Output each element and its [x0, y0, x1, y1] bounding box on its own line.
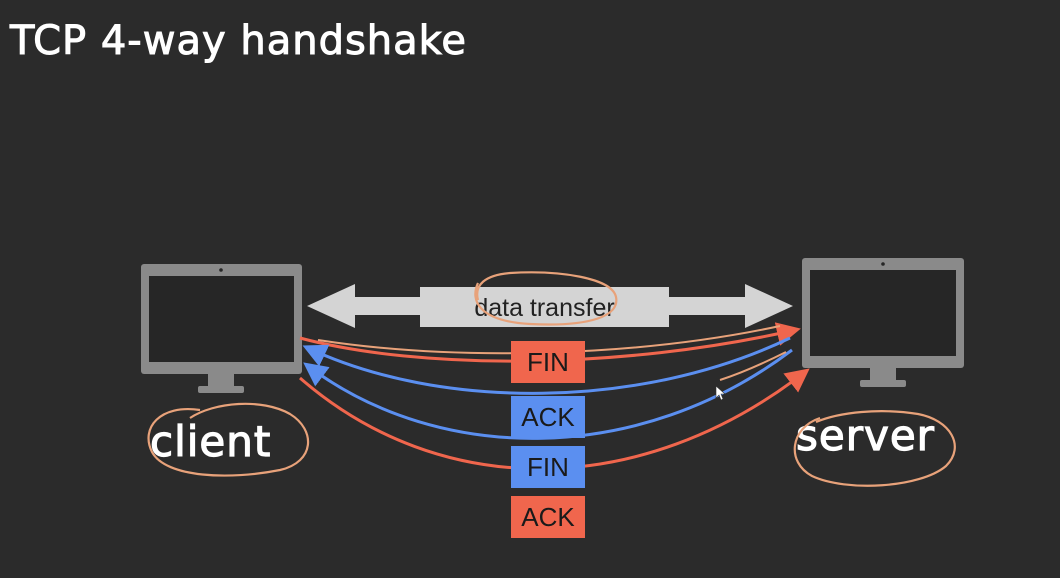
slide-title: TCP 4-way handshake	[9, 18, 467, 64]
message-label-fin-2: FIN	[527, 452, 569, 482]
server-computer-icon	[802, 258, 964, 387]
client-label: client	[150, 417, 271, 466]
message-box-ack-1: ACK	[511, 396, 585, 438]
ack-arrow-server-to-client	[302, 336, 791, 395]
message-label-fin-1: FIN	[527, 347, 569, 377]
client-computer-icon	[141, 264, 302, 393]
message-label-ack-1: ACK	[521, 402, 575, 432]
message-box-fin-1: FIN	[511, 341, 585, 383]
message-label-ack-2: ACK	[521, 502, 575, 532]
mouse-cursor-icon	[715, 385, 726, 401]
annotation-stroke-2	[719, 351, 787, 381]
server-annotation-circle	[793, 410, 956, 487]
data-transfer-box	[420, 287, 669, 327]
data-annotation-circle	[474, 271, 618, 326]
message-box-ack-2: ACK	[511, 496, 585, 538]
fin-arrow-server-to-client-2	[303, 348, 793, 440]
data-transfer-arrow	[307, 284, 793, 328]
message-box-fin-2: FIN	[511, 446, 585, 488]
client-annotation-circle	[147, 402, 309, 477]
